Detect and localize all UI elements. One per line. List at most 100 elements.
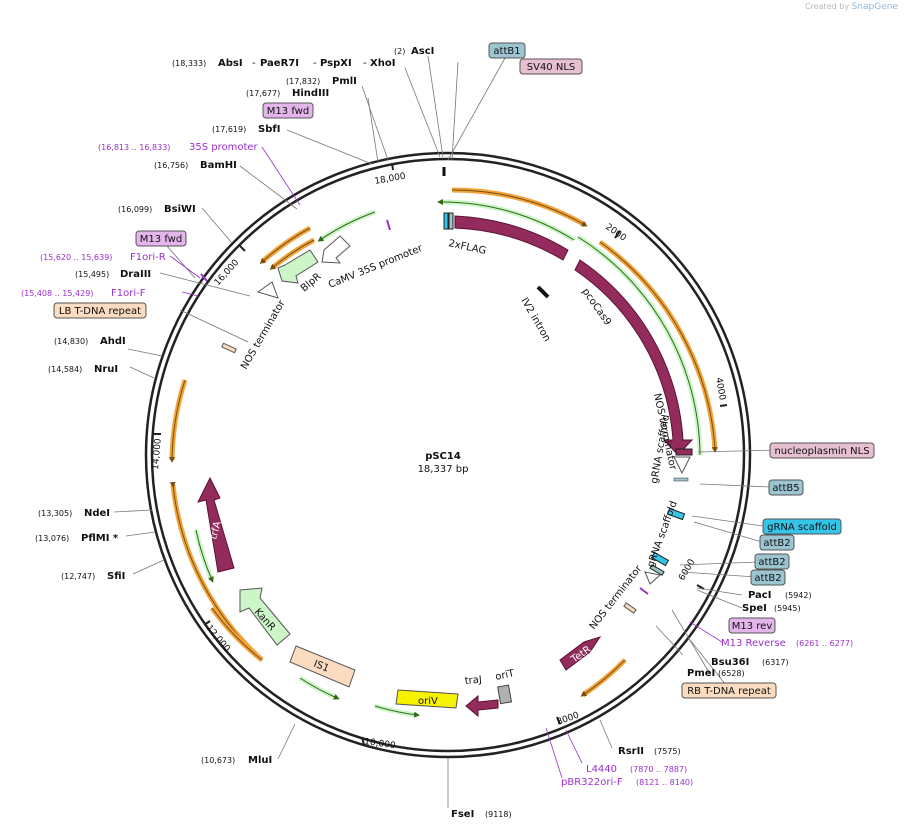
site-asci: AscI (411, 46, 434, 57)
m13rev-box (728, 617, 776, 634)
site-pos-absi: (18,333) (172, 59, 206, 68)
svg-text:-: - (363, 58, 367, 69)
backbone-inner (150, 157, 746, 753)
svg-text:-: - (252, 58, 256, 69)
site-hindiii: HindIII (292, 88, 329, 99)
grna-scaffold-box-label: gRNA scaffold (767, 522, 837, 533)
nos-terminator-arrow-3 (256, 281, 279, 299)
primer-pbr322ori-f: pBR322ori-F (561, 777, 623, 788)
site-bsiwi: BsiWI (164, 204, 196, 215)
site-pos-bsu36i: (6317) (762, 658, 789, 667)
attb5-box (768, 479, 804, 496)
svg-text:6000: 6000 (677, 557, 697, 582)
site-pos-mlui: (10,673) (201, 756, 235, 765)
blpr-label: BlpR (299, 271, 324, 294)
purple-leader-lines (169, 146, 723, 779)
orit-feature (497, 684, 513, 705)
is1-feature (289, 645, 356, 688)
nos-terminator-arrow-1 (673, 456, 691, 475)
attb2-box-c (750, 569, 786, 586)
traj-label: traJ (464, 675, 482, 687)
attb2-label-a: attB2 (763, 538, 790, 549)
primer-labels: (16,813 .. 16,833) 35S promoter (15,620 … (21, 142, 853, 788)
svg-text:4000: 4000 (713, 377, 727, 402)
outer-tracks (169, 187, 718, 718)
site-absi: AbsI (218, 58, 243, 69)
oriv-feature (395, 689, 459, 709)
tick-2000: 2000 (603, 222, 628, 243)
primer-pos-pbr322ori-f: (8121 .. 8140) (636, 778, 693, 787)
site-ahdi: AhdI (100, 336, 126, 347)
m13-rev-mark (639, 587, 649, 595)
svg-text:-: - (313, 58, 317, 69)
attb2-box-b (754, 553, 790, 570)
leader-lines (113, 55, 779, 808)
attb2-label-b: attB2 (758, 557, 785, 568)
snapgene-logo: SnapGene (851, 2, 898, 12)
kanr-feature (239, 587, 291, 646)
flag-feature (454, 215, 569, 261)
snapgene-credit: Created by SnapGene (805, 2, 898, 12)
site-pos-bamhi: (16,756) (154, 161, 188, 170)
primer-l4440: L4440 (586, 764, 617, 775)
m13rev-label: M13 rev (732, 621, 773, 632)
svg-text:18,000: 18,000 (374, 172, 407, 187)
site-rsrii: RsrII (618, 746, 644, 757)
site-pos-pmei: (6528) (718, 669, 745, 678)
attb5-label: attB5 (772, 483, 799, 494)
tick-10000: 10,000 (361, 736, 396, 751)
camv-35s-promoter-feature (321, 235, 351, 264)
primer-pos-f1ori-r: (15,620 .. 15,639) (40, 253, 112, 262)
attb2-box-a (759, 534, 795, 551)
nos-terminator-label-2: NOS terminator (588, 563, 645, 632)
site-pos-asci: (2) (394, 47, 405, 56)
restriction-sites: (2) AscI XhoI PspXI PaeR7I (18,333) AbsI… (35, 46, 812, 820)
site-pos-paci: (5942) (785, 591, 812, 600)
credit-prefix: Created by (805, 2, 850, 11)
site-pspxi: PspXI (320, 58, 352, 69)
primer-pos-f1ori-f: (15,408 .. 15,429) (21, 289, 93, 298)
rb-label: RB T-DNA repeat (687, 686, 771, 697)
nucleoplasmin-box (769, 442, 875, 459)
primer-pos-35s: (16,813 .. 16,833) (98, 143, 170, 152)
nucleoplasmin-mark (675, 448, 693, 456)
site-pmli: PmlI (332, 76, 357, 87)
is1-label: IS1 (312, 659, 331, 675)
tetr-feature (559, 636, 602, 671)
traj-feature (465, 694, 499, 718)
site-draiii: DraIII (120, 269, 151, 280)
plasmid-size: 18,337 bp (418, 464, 469, 475)
m13fwd-box-b (135, 230, 187, 247)
primer-pos-m13-reverse: (6261 .. 6277) (796, 639, 853, 648)
site-bamhi: BamHI (200, 160, 237, 171)
site-pos-ahdi: (14,830) (54, 337, 88, 346)
svg-text:14,000: 14,000 (151, 438, 164, 471)
cas9-feature (574, 259, 694, 456)
attb2-label-c: attB2 (754, 573, 781, 584)
attb1-marker (443, 212, 454, 230)
orit-label: oriT (494, 668, 516, 683)
site-sbfi: SbfI (258, 124, 280, 135)
boxed-labels: attB1 SV40 NLS M13 fwd M13 fwd LB T-DNA … (53, 42, 875, 699)
m13fwd-box-a (262, 102, 314, 119)
attb1-box (488, 42, 526, 59)
oriv-label: oriV (418, 696, 438, 707)
nos-terminator-label-3: NOS terminator (239, 298, 288, 372)
site-pos-draiii: (15,495) (75, 270, 109, 279)
lb-mark (221, 342, 237, 354)
site-pos-nrui: (14,584) (48, 365, 82, 374)
iv2-intron-mark (536, 285, 550, 299)
site-pflmi: PflMI * (81, 533, 119, 544)
site-spei: SpeI (742, 603, 767, 614)
lb-label: LB T-DNA repeat (59, 306, 141, 317)
m13-fwd-mark-b (200, 273, 208, 282)
site-ndei: NdeI (84, 508, 110, 519)
separators: --- (252, 58, 367, 69)
trfa-feature (197, 476, 235, 573)
lb-box (53, 302, 147, 319)
primer-35s: 35S promoter (189, 142, 259, 153)
m13fwd-label-a: M13 fwd (267, 106, 309, 117)
primer-pos-l4440: (7870 .. 7887) (630, 765, 687, 774)
site-pos-bsiwi: (16,099) (118, 205, 152, 214)
site-pos-hindiii: (17,677) (246, 89, 280, 98)
